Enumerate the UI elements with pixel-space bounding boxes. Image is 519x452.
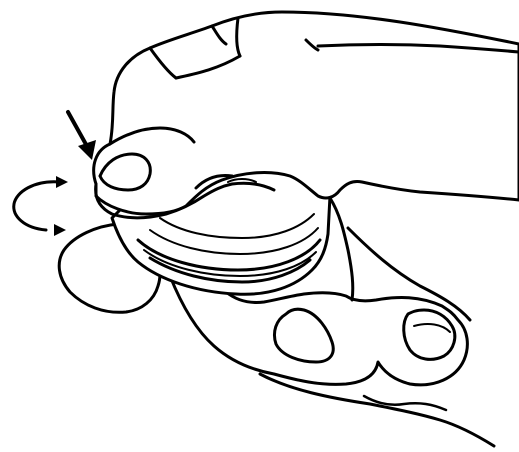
lower-wrist-line	[260, 374, 494, 446]
lower-hand-fold	[330, 198, 353, 300]
thumbnail-right	[404, 310, 455, 359]
down-right-arrow-icon	[68, 112, 96, 160]
lower-wrist-line-2	[364, 396, 446, 410]
rotate-arrow-icon	[14, 176, 68, 236]
